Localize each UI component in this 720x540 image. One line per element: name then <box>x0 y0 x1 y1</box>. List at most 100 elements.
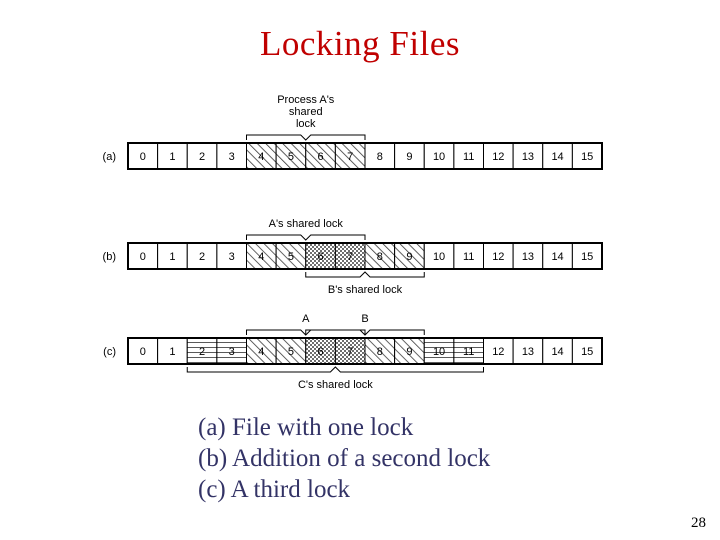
lock-bracket <box>186 366 484 373</box>
lock-label: C's shared lock <box>298 379 373 391</box>
cell-box <box>423 337 455 365</box>
cell-label: 11 <box>463 251 474 263</box>
cell-box <box>394 142 425 170</box>
file-byte-cell: 12 <box>483 142 514 170</box>
file-byte-cell: 14 <box>542 142 573 170</box>
file-byte-cell: 5 <box>275 242 307 270</box>
page-title: Locking Files <box>260 24 460 63</box>
row-label: (a) <box>103 151 116 163</box>
cell-label: 0 <box>140 251 146 263</box>
cell-label: 15 <box>581 251 593 263</box>
cell-label: 7 <box>347 151 353 163</box>
file-byte-cell: 6 <box>305 242 336 270</box>
cell-label: 15 <box>581 151 593 163</box>
cell-label: 0 <box>140 346 146 358</box>
cell-label: 14 <box>551 346 563 358</box>
cell-label: 6 <box>318 346 324 358</box>
lock-label: shared <box>289 106 323 118</box>
file-byte-cell: 11 <box>453 142 484 170</box>
cell-label: 8 <box>377 151 383 163</box>
cell-label: 14 <box>551 251 563 263</box>
file-byte-cell: 13 <box>512 142 544 170</box>
file-byte-cell: 10 <box>423 142 455 170</box>
cell-label: 12 <box>492 346 504 358</box>
file-byte-cell: 5 <box>275 337 307 365</box>
row-label: (c) <box>103 346 116 358</box>
cell-label: 7 <box>347 346 353 358</box>
cell-label: 4 <box>258 251 264 263</box>
cell-label: 13 <box>522 251 534 263</box>
cell-box <box>542 242 573 270</box>
file-byte-cell: 5 <box>275 142 307 170</box>
file-byte-cell: 9 <box>394 142 425 170</box>
file-byte-cell: 14 <box>542 242 573 270</box>
lock-label: B's shared lock <box>328 284 403 296</box>
file-byte-cell: 12 <box>483 242 514 270</box>
cell-label: 1 <box>169 251 175 263</box>
lock-bracket <box>246 134 366 141</box>
cell-label: 7 <box>347 251 353 263</box>
file-byte-cell: 15 <box>571 142 603 170</box>
lock-label: Process A's <box>277 94 335 106</box>
file-byte-cell: 13 <box>512 337 544 365</box>
lock-label: A's shared lock <box>269 218 344 230</box>
cell-label: 5 <box>288 346 294 358</box>
cell-label: 5 <box>288 251 294 263</box>
cell-box <box>453 142 484 170</box>
file-byte-cell: 11 <box>453 337 484 365</box>
cell-label: 11 <box>463 346 474 358</box>
row-label: (b) <box>103 251 116 263</box>
file-byte-cell: 2 <box>186 337 218 365</box>
cell-label: 2 <box>199 251 205 263</box>
file-byte-cell: 1 <box>157 242 188 270</box>
file-byte-cell: 10 <box>423 337 455 365</box>
file-byte-cell: 0 <box>127 337 159 365</box>
file-byte-cell: 7 <box>334 242 366 270</box>
cell-label: 1 <box>169 346 175 358</box>
file-byte-cell: 0 <box>127 142 159 170</box>
lock-bracket <box>305 271 425 278</box>
file-byte-cell: 2 <box>186 142 218 170</box>
file-byte-cell: 9 <box>394 337 425 365</box>
cell-label: 14 <box>551 151 563 163</box>
file-byte-cell: 11 <box>453 242 484 270</box>
lock-bracket <box>305 329 425 336</box>
cell-label: 0 <box>140 151 146 163</box>
cell-label: 10 <box>433 251 445 263</box>
cell-label: 3 <box>229 151 235 163</box>
grid-outline <box>127 142 603 170</box>
file-byte-cell: 8 <box>364 337 396 365</box>
caption-line-c: (c) A third lock <box>198 476 351 503</box>
cell-label: 13 <box>522 346 534 358</box>
file-byte-cell: 14 <box>542 337 573 365</box>
lock-label: A <box>302 313 310 325</box>
cell-label: 10 <box>433 151 445 163</box>
cell-label: 8 <box>377 251 383 263</box>
file-byte-cell: 3 <box>216 242 247 270</box>
file-byte-cell: 12 <box>483 337 514 365</box>
cell-label: 6 <box>318 251 324 263</box>
grid-outline <box>127 242 603 270</box>
grid-outline <box>127 337 603 365</box>
file-byte-cell: 9 <box>394 242 425 270</box>
cell-label: 12 <box>492 151 504 163</box>
caption-line-b: (b) Addition of a second lock <box>198 445 491 472</box>
cell-box <box>512 337 544 365</box>
file-byte-cell: 10 <box>423 242 455 270</box>
file-byte-cell: 8 <box>364 142 396 170</box>
lock-bracket <box>246 234 366 241</box>
caption-line-a: (a) File with one lock <box>198 414 414 441</box>
file-byte-cell: 6 <box>305 142 336 170</box>
cell-label: 9 <box>406 251 412 263</box>
cell-label: 8 <box>377 346 383 358</box>
file-byte-cell: 4 <box>246 142 277 170</box>
cell-label: 1 <box>169 151 175 163</box>
file-byte-cell: 3 <box>216 142 247 170</box>
file-byte-cell: 2 <box>186 242 218 270</box>
cell-box <box>334 142 366 170</box>
file-byte-cell: 8 <box>364 242 396 270</box>
